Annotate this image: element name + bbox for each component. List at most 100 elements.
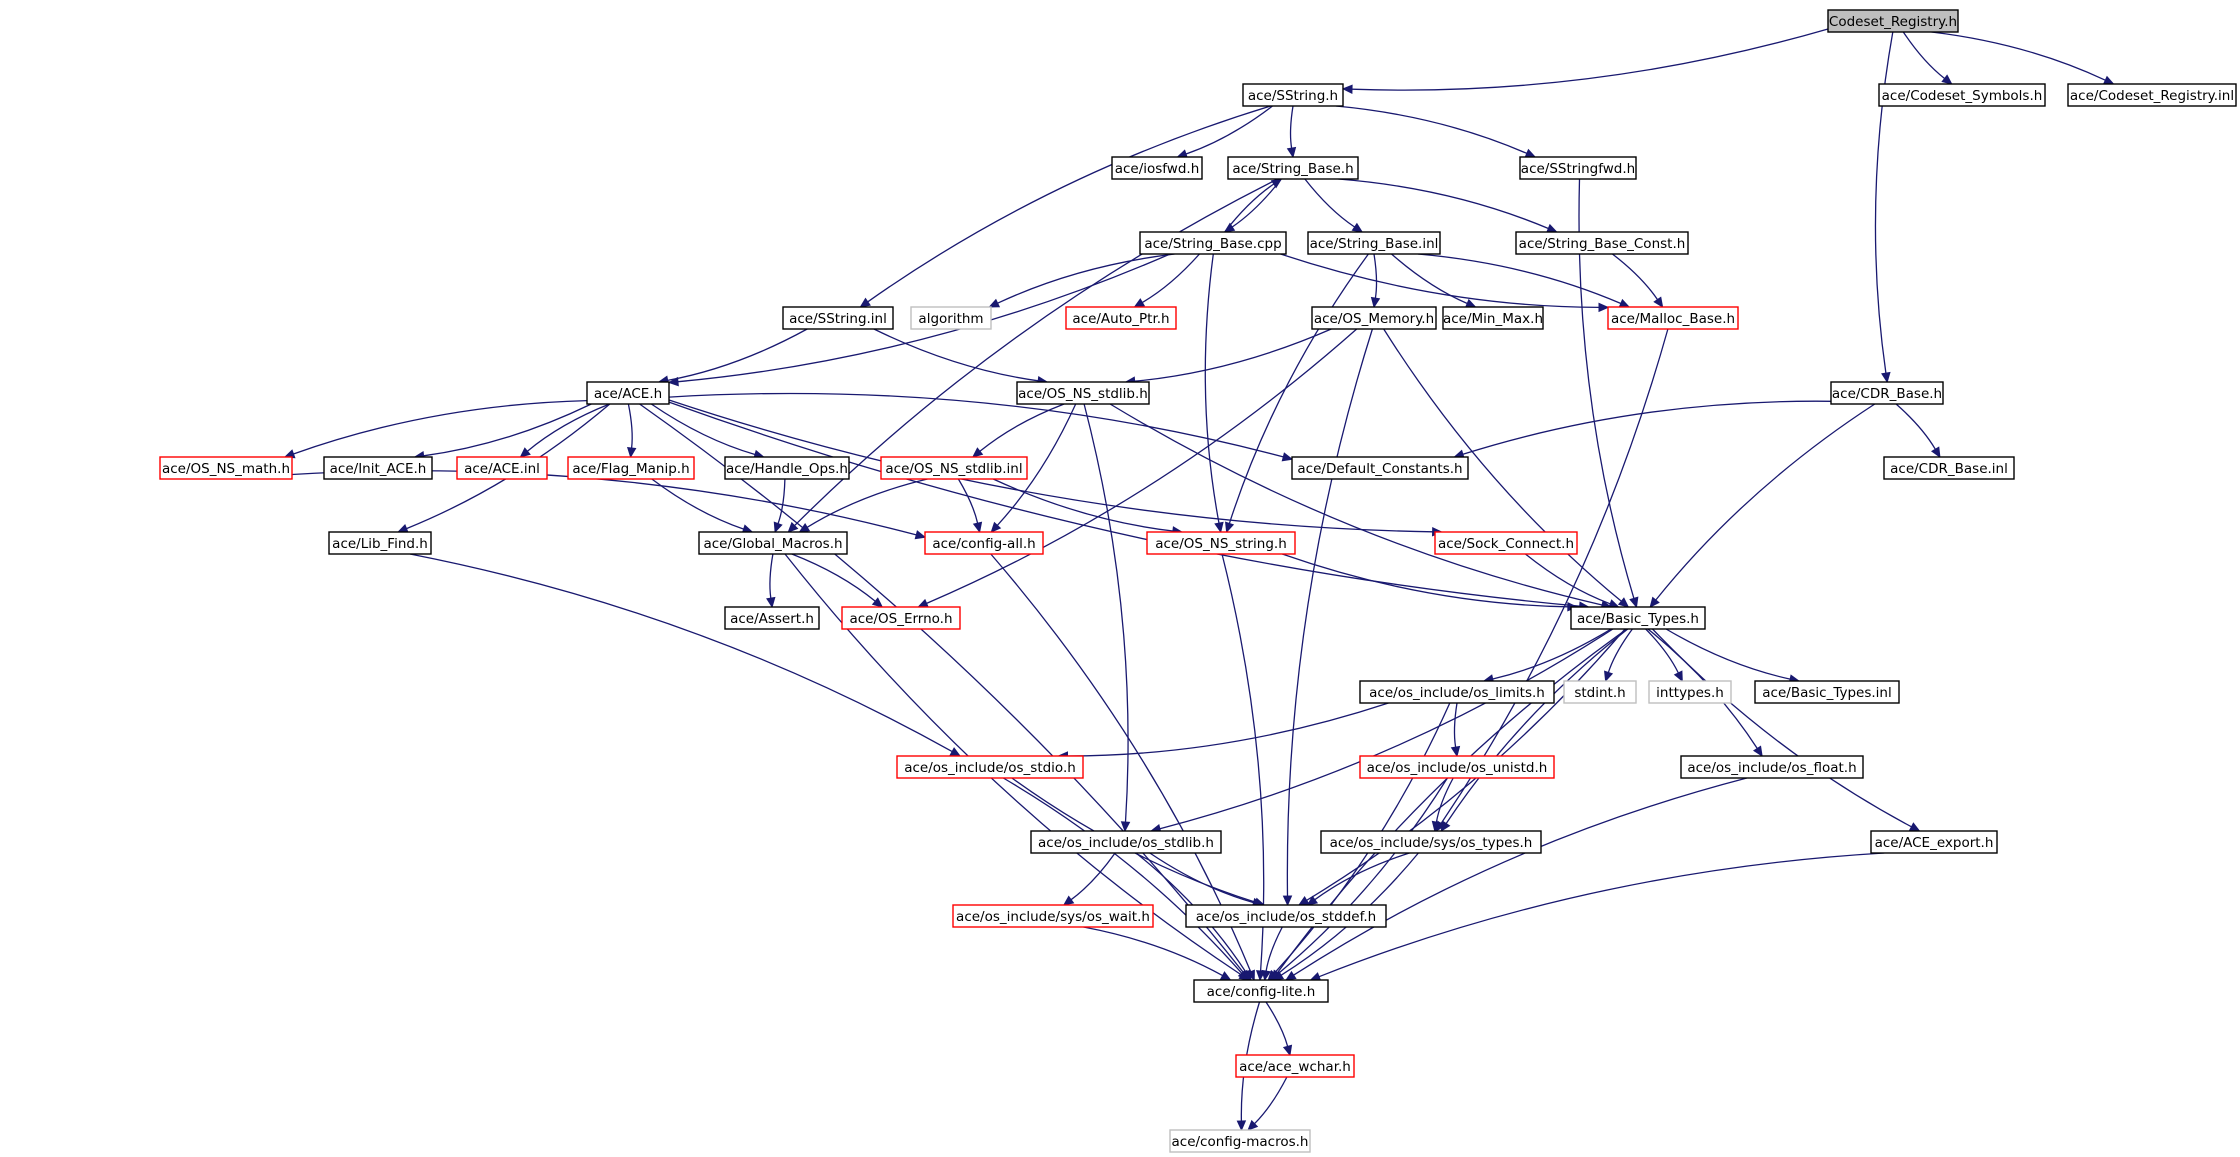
node-lib-find-h[interactable]: ace/Lib_Find.h bbox=[328, 531, 432, 555]
node-os-errno-h[interactable]: ace/OS_Errno.h bbox=[841, 606, 961, 630]
edge-line bbox=[650, 403, 756, 456]
node-box bbox=[1291, 456, 1469, 480]
edge-line bbox=[1931, 31, 2106, 81]
node-sstring-inl[interactable]: ace/SString.inl bbox=[782, 306, 894, 330]
node-box bbox=[1648, 680, 1732, 704]
edge-line bbox=[1070, 852, 1116, 901]
node-label: Codeset_Registry.h bbox=[1829, 14, 1957, 30]
node-label: ace/os_include/os_unistd.h bbox=[1367, 760, 1548, 776]
edge-basic-types-h-to-ace-export-h bbox=[1652, 628, 1921, 832]
arrowhead bbox=[972, 521, 983, 534]
node-string-base-inl[interactable]: ace/String_Base.inl bbox=[1307, 231, 1441, 255]
node-string-base-h[interactable]: ace/String_Base.h bbox=[1227, 156, 1359, 180]
node-os-ns-string-h[interactable]: ace/OS_NS_string.h bbox=[1146, 531, 1296, 555]
node-cdr-base-h[interactable]: ace/CDR_Base.h bbox=[1830, 381, 1944, 405]
edge-codeset-registry-h-to-sstring-h bbox=[1341, 28, 1829, 94]
edge-line bbox=[996, 403, 1077, 526]
node-os-stdio-h[interactable]: ace/os_include/os_stdio.h bbox=[896, 755, 1084, 779]
edge-line bbox=[1002, 777, 1243, 974]
node-label: ace/os_include/sys/os_types.h bbox=[1330, 835, 1533, 851]
edge-line bbox=[1435, 777, 1454, 823]
node-label: ace/Assert.h bbox=[730, 611, 814, 627]
node-config-macros-h[interactable]: ace/config-macros.h bbox=[1169, 1129, 1311, 1153]
arrowhead bbox=[1464, 298, 1477, 308]
edge-basic-types-h-to-os-stdlib-h bbox=[1149, 628, 1614, 834]
node-algorithm[interactable]: algorithm bbox=[910, 306, 992, 330]
node-box bbox=[1870, 830, 1998, 854]
node-sstring-h[interactable]: ace/SString.h bbox=[1242, 83, 1344, 107]
node-ace-export-h[interactable]: ace/ACE_export.h bbox=[1870, 830, 1998, 854]
edge-basic-types-h-to-os-types-h bbox=[1440, 628, 1629, 833]
node-ace-wchar-h[interactable]: ace/ace_wchar.h bbox=[1235, 1054, 1355, 1078]
node-os-float-h[interactable]: ace/os_include/os_float.h bbox=[1680, 755, 1864, 779]
node-box bbox=[1563, 680, 1637, 704]
node-auto-ptr-h[interactable]: ace/Auto_Ptr.h bbox=[1065, 306, 1177, 330]
node-os-stdlib-h[interactable]: ace/os_include/os_stdlib.h bbox=[1030, 830, 1222, 854]
node-os-ns-math-h[interactable]: ace/OS_NS_math.h bbox=[159, 456, 293, 480]
node-os-memory-h[interactable]: ace/OS_Memory.h bbox=[1311, 306, 1437, 330]
node-codeset-registry-h[interactable]: Codeset_Registry.h bbox=[1827, 9, 1959, 33]
node-assert-h[interactable]: ace/Assert.h bbox=[724, 606, 820, 630]
edge-line bbox=[1665, 628, 1791, 680]
node-sock-connect-h[interactable]: ace/Sock_Connect.h bbox=[1434, 531, 1578, 555]
edge-string-base-h-to-global-macros-h bbox=[787, 178, 1278, 533]
node-box bbox=[2067, 83, 2237, 107]
edge-string-base-h-to-string-base-inl bbox=[1304, 178, 1364, 233]
node-config-all-h[interactable]: ace/config-all.h bbox=[924, 531, 1044, 555]
arrowhead bbox=[1450, 745, 1461, 758]
edge-line bbox=[867, 105, 1271, 303]
node-os-limits-h[interactable]: ace/os_include/os_limits.h bbox=[1359, 680, 1555, 704]
edge-os-ns-stdlib-inl-to-config-all-h bbox=[957, 478, 983, 534]
node-sstringfwd-h[interactable]: ace/SStringfwd.h bbox=[1519, 156, 1637, 180]
node-ace-inl[interactable]: ace/ACE.inl bbox=[456, 456, 548, 480]
arrowhead bbox=[1881, 371, 1891, 384]
node-min-max-h[interactable]: ace/Min_Max.h bbox=[1442, 306, 1544, 330]
node-label: ace/OS_Memory.h bbox=[1314, 311, 1434, 327]
node-cdr-base-inl[interactable]: ace/CDR_Base.inl bbox=[1883, 456, 2015, 480]
node-box bbox=[1607, 306, 1739, 330]
node-string-base-const-h[interactable]: ace/String_Base_Const.h bbox=[1515, 231, 1689, 255]
node-default-constants-h[interactable]: ace/Default_Constants.h bbox=[1291, 456, 1469, 480]
edge-line bbox=[1254, 1076, 1288, 1125]
node-box bbox=[1434, 531, 1578, 555]
node-os-ns-stdlib-h[interactable]: ace/OS_NS_stdlib.h bbox=[1016, 381, 1150, 405]
edge-ace-h-to-basic-types-h bbox=[668, 401, 1590, 611]
edge-line bbox=[1067, 702, 1389, 757]
arrowhead bbox=[397, 523, 409, 533]
node-label: ace/os_include/os_stddef.h bbox=[1196, 909, 1376, 925]
node-box bbox=[1442, 306, 1544, 330]
node-label: ace/Auto_Ptr.h bbox=[1072, 311, 1169, 327]
node-config-lite-h[interactable]: ace/config-lite.h bbox=[1193, 979, 1329, 1003]
node-inttypes-h[interactable]: inttypes.h bbox=[1648, 680, 1732, 704]
node-handle-ops-h[interactable]: ace/Handle_Ops.h bbox=[724, 456, 850, 480]
node-init-ace-h[interactable]: ace/Init_ACE.h bbox=[323, 456, 433, 480]
node-basic-types-h[interactable]: ace/Basic_Types.h bbox=[1570, 606, 1706, 630]
edge-os-unistd-h-to-config-lite-h bbox=[1269, 777, 1448, 981]
arrowhead bbox=[1306, 895, 1319, 906]
node-os-unistd-h[interactable]: ace/os_include/os_unistd.h bbox=[1359, 755, 1555, 779]
node-malloc-base-h[interactable]: ace/Malloc_Base.h bbox=[1607, 306, 1739, 330]
edge-line bbox=[1524, 553, 1611, 605]
node-box bbox=[1311, 306, 1437, 330]
node-codeset-registry-inl[interactable]: ace/Codeset_Registry.inl bbox=[2067, 83, 2237, 107]
node-ace-h[interactable]: ace/ACE.h bbox=[586, 381, 670, 405]
edge-line bbox=[1083, 926, 1223, 977]
node-flag-manip-h[interactable]: ace/Flag_Manip.h bbox=[567, 456, 695, 480]
node-os-wait-h[interactable]: ace/os_include/sys/os_wait.h bbox=[952, 904, 1154, 928]
node-iosfwd-h[interactable]: ace/iosfwd.h bbox=[1111, 156, 1203, 180]
node-os-types-h[interactable]: ace/os_include/sys/os_types.h bbox=[1320, 830, 1542, 854]
arrowhead bbox=[971, 447, 984, 458]
node-os-stddef-h[interactable]: ace/os_include/os_stddef.h bbox=[1185, 904, 1387, 928]
node-string-base-cpp[interactable]: ace/String_Base.cpp bbox=[1139, 231, 1287, 255]
arrowhead bbox=[1214, 521, 1224, 534]
node-box bbox=[1139, 231, 1287, 255]
node-global-macros-h[interactable]: ace/Global_Macros.h bbox=[698, 531, 848, 555]
node-codeset-symbols-h[interactable]: ace/Codeset_Symbols.h bbox=[1878, 83, 2046, 107]
node-os-ns-stdlib-inl[interactable]: ace/OS_NS_stdlib.inl bbox=[880, 456, 1028, 480]
node-label: ace/Codeset_Symbols.h bbox=[1882, 88, 2043, 104]
arrowhead bbox=[667, 376, 679, 387]
node-basic-types-inl[interactable]: ace/Basic_Types.inl bbox=[1754, 680, 1900, 704]
node-stdint-h[interactable]: stdint.h bbox=[1563, 680, 1637, 704]
arrowhead bbox=[1370, 296, 1381, 309]
node-label: stdint.h bbox=[1574, 685, 1625, 701]
